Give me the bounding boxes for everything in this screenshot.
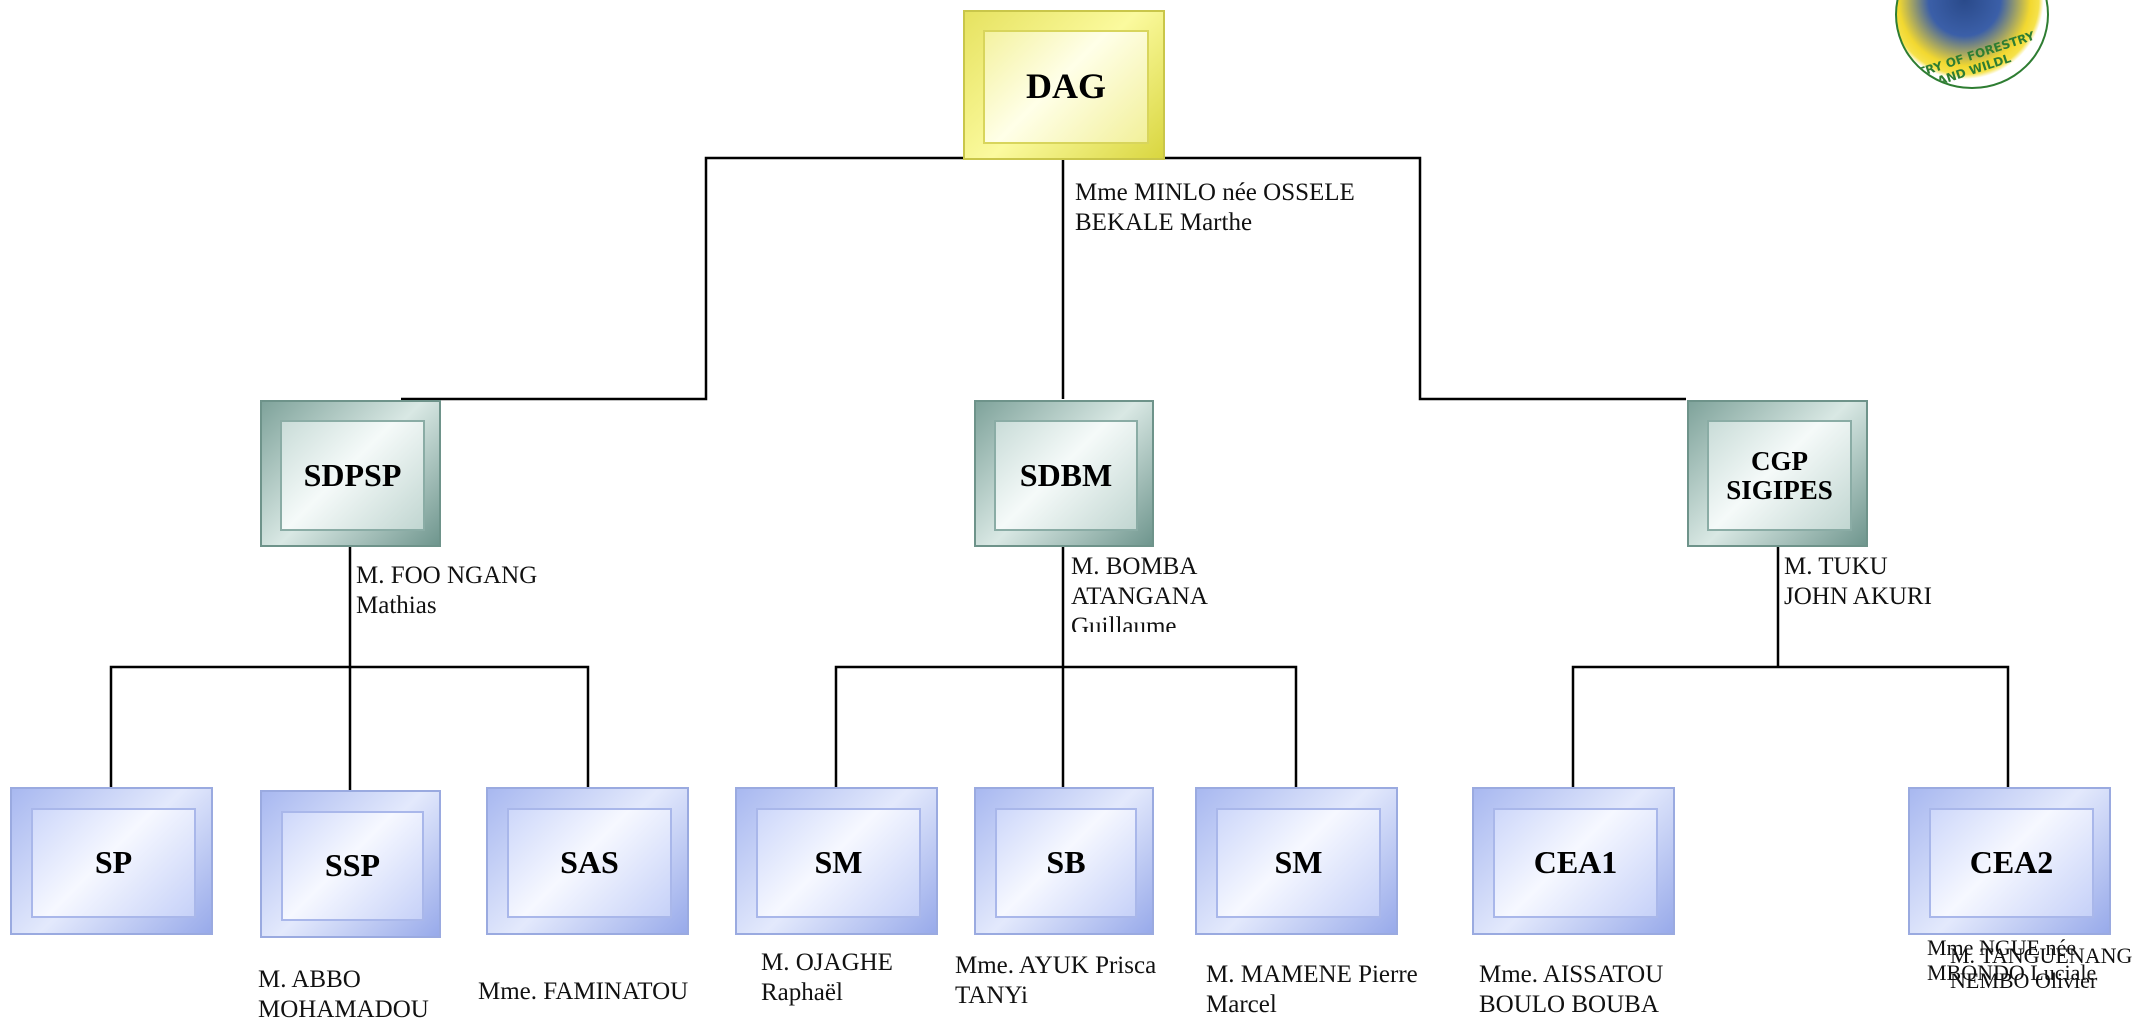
unit-box-sm-1[interactable]: SM [735,787,938,935]
head-name-sm-2: M. MAMENE Pierre Marcel [1206,961,1418,1018]
unit-label-cgp: CGP [1751,446,1808,477]
connector-sdpsp-children [109,547,590,790]
head-name-sdpsp: M. FOO NGANG Mathias [356,562,538,619]
unit-box-sb[interactable]: SB [974,787,1154,935]
unit-box-sas[interactable]: SAS [486,787,689,935]
unit-box-ssp[interactable]: SSP [260,790,441,938]
head-name-dag: Mme MINLO née OSSELE BEKALE Marthe [1075,179,1355,236]
head-name-sb: Mme. AYUK Prisca TANYi [955,952,1157,1009]
unit-label-ssp: SSP [324,847,381,884]
unit-label-sm-1: SM [814,844,863,881]
unit-box-cea1[interactable]: CEA1 [1472,787,1675,935]
head-name-cgp: M. TUKU JOHN AKURI [1784,553,1932,610]
head-name-sm-1: M. OJAGHE Raphaël [761,949,893,1006]
unit-box-sp[interactable]: SP [10,787,213,935]
unit-box-sm-2[interactable]: SM [1195,787,1398,935]
head-name-cea1: Mme. AISSATOU BOULO BOUBA [1479,961,1664,1018]
unit-label-sp: SP [94,844,133,881]
head-name-cea2-a: Mme NGUE née MBONDO Luciale [1927,935,2097,986]
unit-label-sas: SAS [560,844,619,881]
unit-label-sigipes: SIGIPES [1726,474,1833,505]
head-name-cea2-b: M. TANGUENANG NEMBO Olivier [1950,943,2133,994]
unit-box-cgp-sigipes[interactable]: CGP SIGIPES [1687,400,1868,547]
connector-cgp-children [1571,547,2010,787]
head-name-sas: Mme. FAMINATOU [478,978,689,1005]
unit-label-cea2: CEA2 [1969,844,2054,881]
connector-dag-sdpsp [401,156,964,401]
unit-label-sm-2: SM [1274,844,1323,881]
unit-box-sdbm[interactable]: SDBM [974,400,1154,547]
unit-label-sdbm: SDBM [1019,456,1113,493]
unit-box-sdpsp[interactable]: SDPSP [260,400,441,547]
connector-dag-cgp [1162,156,1686,401]
unit-label-cea1: CEA1 [1533,844,1618,881]
unit-label-sdpsp: SDPSP [303,456,402,493]
unit-label-sb: SB [1046,844,1086,881]
unit-box-dag[interactable]: DAG [963,10,1165,160]
head-name-ssp: M. ABBO MOHAMADOU [258,966,429,1023]
connector-sdbm-children [834,547,1298,787]
head-name-sdbm: M. BOMBA ATANGANA Guillaume [1071,553,1208,632]
unit-box-cea2[interactable]: CEA2 [1908,787,2111,935]
unit-label-dag: DAG [1026,66,1106,107]
